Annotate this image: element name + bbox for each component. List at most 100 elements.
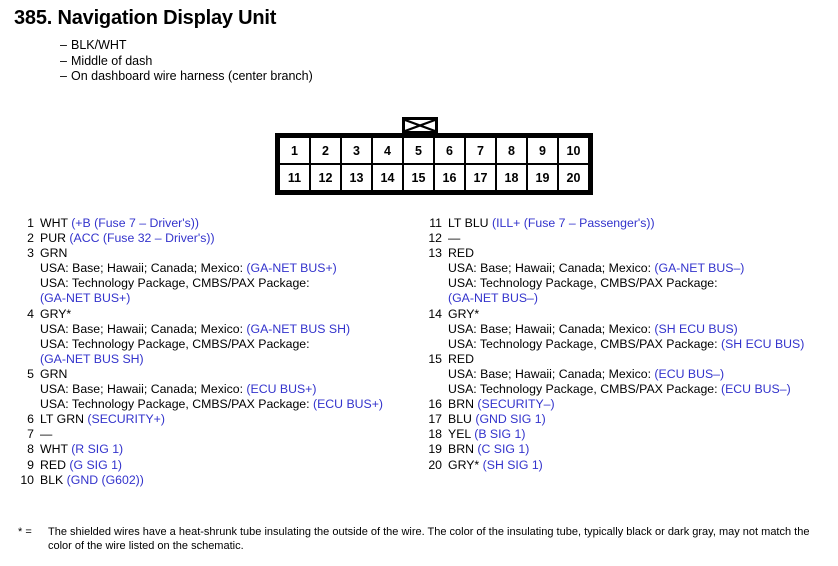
subtitle-text: BLK/WHT	[71, 38, 127, 52]
pin-signal-name: (G SIG 1)	[69, 457, 123, 472]
pin-number: 15	[428, 351, 442, 366]
pin-variant-signal: (SH ECU BUS)	[720, 336, 805, 351]
pin-variant-line: USA: Base; Hawaii; Canada; Mexico: (GA-N…	[40, 261, 414, 276]
pin-signal-name: (C SIG 1)	[477, 442, 530, 457]
pin-wire-color: GRY*	[448, 306, 480, 321]
connector-pin-7[interactable]: 7	[466, 138, 495, 163]
subtitle-line: –Middle of dash	[60, 54, 313, 70]
pin-variant-label: USA: Base; Hawaii; Canada; Mexico:	[448, 366, 651, 381]
pin-variant-line: USA: Technology Package, CMBS/PAX Packag…	[448, 382, 832, 397]
pin-main-line: BRN (SECURITY–)	[448, 397, 832, 412]
subtitle-list: –BLK/WHT–Middle of dash–On dashboard wir…	[60, 38, 313, 85]
connector-pin-6[interactable]: 6	[435, 138, 464, 163]
pin-variant-signal: (GA-NET BUS+)	[40, 291, 131, 306]
pin-number: 1	[27, 216, 34, 230]
subtitle-text: Middle of dash	[71, 53, 153, 68]
pin-variant-signal: (ECU BUS–)	[654, 366, 725, 381]
pin-wire-color: BLK	[40, 472, 64, 487]
subtitle-text: On dashboard wire harness (center branch…	[71, 69, 313, 83]
page-title: 385. Navigation Display Unit	[14, 7, 277, 29]
pin-variant-signal: (ECU BUS+)	[246, 382, 317, 397]
pin-variant-signal: (GA-NET BUS–)	[654, 261, 745, 276]
connector-pin-8[interactable]: 8	[497, 138, 526, 163]
connector-pin-3[interactable]: 3	[342, 138, 371, 163]
pin-main-line: LT GRN (SECURITY+)	[40, 412, 414, 427]
connector-pin-2[interactable]: 2	[311, 138, 340, 163]
pin-variant-signal: (SH ECU BUS)	[654, 321, 738, 336]
connector-pin-4[interactable]: 4	[373, 138, 402, 163]
connector-pin-14[interactable]: 14	[373, 165, 402, 190]
connector-pin-16[interactable]: 16	[435, 165, 464, 190]
pin-wire-color: BLU	[448, 412, 472, 427]
connector-pin-18[interactable]: 18	[497, 165, 526, 190]
connector-latch-tab-icon	[402, 117, 438, 134]
pin-wire-color: GRY*	[448, 457, 480, 472]
pin-signal-name: (SH SIG 1)	[482, 457, 543, 472]
pin-wire-color: RED	[448, 246, 474, 261]
pin-variant-line: USA: Technology Package, CMBS/PAX Packag…	[448, 337, 832, 352]
connector-pin-13[interactable]: 13	[342, 165, 371, 190]
connector-pin-19[interactable]: 19	[528, 165, 557, 190]
pin-number: 14	[428, 306, 442, 321]
pin-main-line: —	[448, 231, 832, 246]
pin-number: 11	[429, 216, 442, 230]
pin-main-line: GRN	[40, 367, 414, 382]
subtitle-dash: –	[60, 53, 67, 68]
pin-variant-label: USA: Technology Package, CMBS/PAX Packag…	[448, 276, 718, 291]
pin-variant-signal: (GA-NET BUS SH)	[246, 321, 351, 336]
connector-pin-17[interactable]: 17	[466, 165, 495, 190]
pin-wire-color: LT GRN	[40, 412, 84, 427]
connector-pin-1[interactable]: 1	[280, 138, 309, 163]
connector-pin-12[interactable]: 12	[311, 165, 340, 190]
subtitle-dash: –	[60, 69, 67, 83]
pin-variant-line: USA: Base; Hawaii; Canada; Mexico: (ECU …	[40, 382, 414, 397]
pin-variant-label: USA: Base; Hawaii; Canada; Mexico:	[40, 261, 243, 276]
pin-variant-line: USA: Base; Hawaii; Canada; Mexico: (GA-N…	[40, 322, 414, 337]
pin-variant-signal: (GA-NET BUS–)	[448, 291, 538, 306]
connector-pin-10[interactable]: 10	[559, 138, 588, 163]
pin-number: 17	[428, 412, 442, 427]
pin-wire-color: LT BLU	[448, 216, 489, 230]
connector-pin-15[interactable]: 15	[404, 165, 433, 190]
pin-wire-color: RED	[448, 351, 474, 366]
connector-pin-20[interactable]: 20	[559, 165, 588, 190]
pin-main-line: BLU (GND SIG 1)	[448, 412, 832, 427]
pin-variant-label: USA: Base; Hawaii; Canada; Mexico:	[448, 321, 651, 336]
subtitle-line: –On dashboard wire harness (center branc…	[60, 69, 313, 85]
pin-wire-color: WHT	[40, 216, 68, 230]
pin-variant-line: USA: Technology Package, CMBS/PAX Packag…	[40, 397, 414, 412]
pin-wire-color: PUR	[40, 231, 66, 246]
pin-variant-line: USA: Base; Hawaii; Canada; Mexico: (ECU …	[448, 367, 832, 382]
connector-pin-5[interactable]: 5	[404, 138, 433, 163]
pin-entry-7: 7—	[14, 427, 414, 442]
pin-number: 2	[27, 231, 34, 246]
pin-main-line: GRY* (SH SIG 1)	[448, 458, 832, 473]
pin-main-line: —	[40, 427, 414, 442]
pin-variant-line: USA: Technology Package, CMBS/PAX Packag…	[40, 337, 414, 352]
pin-signal-name: (GND (G602))	[66, 472, 144, 487]
pin-number: 4	[27, 306, 34, 321]
subtitle-dash: –	[60, 38, 67, 52]
connector-pin-11[interactable]: 11	[280, 165, 309, 190]
connector-pin-9[interactable]: 9	[528, 138, 557, 163]
pin-number: 18	[428, 427, 442, 442]
subtitle-line: –BLK/WHT	[60, 38, 313, 54]
pin-main-line: WHT (R SIG 1)	[40, 442, 414, 457]
pin-signal-name: (ILL+ (Fuse 7 – Passenger's))	[491, 216, 655, 230]
pin-wire-color: BRN	[448, 397, 474, 412]
pin-signal-name: (GND SIG 1)	[475, 412, 546, 427]
pin-main-line: RED (G SIG 1)	[40, 458, 414, 473]
pin-variant-label: USA: Base; Hawaii; Canada; Mexico:	[40, 321, 243, 336]
pin-main-line: RED	[448, 246, 832, 261]
